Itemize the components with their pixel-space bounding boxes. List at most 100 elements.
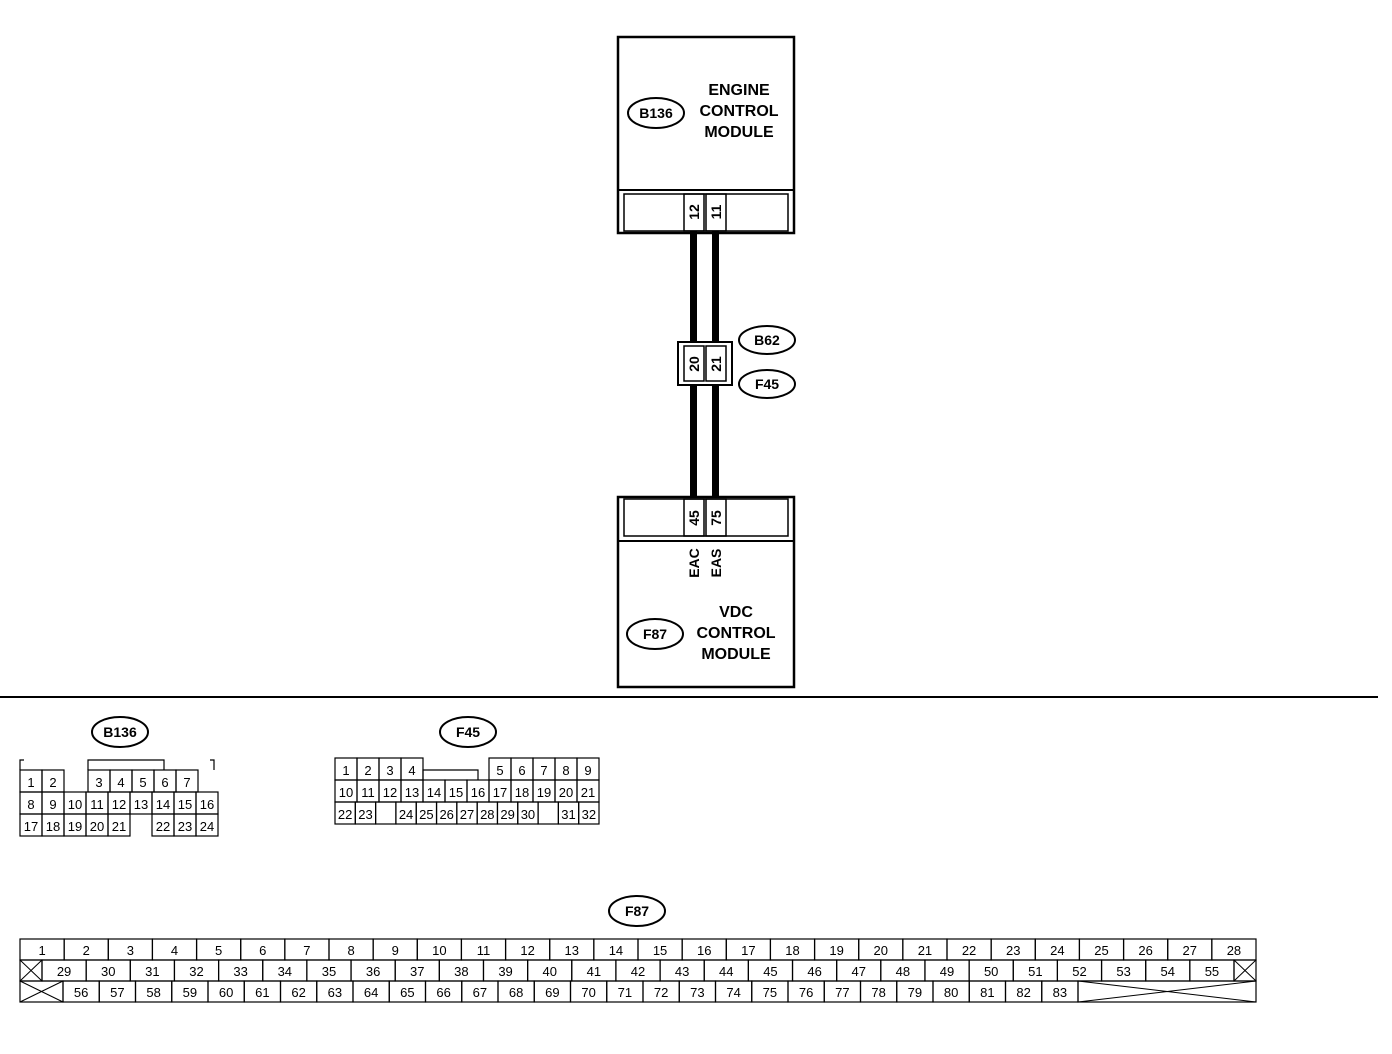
- f87-cell-21: 21: [902, 938, 948, 961]
- b136-pin-12: 12: [112, 797, 126, 812]
- f87-pin-36: 36: [366, 964, 380, 979]
- f87-cell-81: 81: [968, 980, 1007, 1003]
- f87-cell-24: 24: [1034, 938, 1081, 961]
- f87-cell-78: 78: [859, 980, 898, 1003]
- b136-pin-14: 14: [156, 797, 170, 812]
- b136-pin-9: 9: [49, 797, 56, 812]
- f45-cell-3: 3: [378, 757, 402, 781]
- f87-pin-53: 53: [1116, 964, 1130, 979]
- f87-cell-67: 67: [461, 980, 499, 1003]
- f87-pin-4: 4: [171, 943, 178, 958]
- b136-cell-9: 9: [41, 791, 65, 815]
- vdc-signal-eac: EAC: [686, 548, 702, 578]
- f87-pin-74: 74: [726, 985, 740, 1000]
- f87-cell-39: 39: [482, 959, 529, 982]
- f45-pin-16: 16: [471, 785, 485, 800]
- f45-cell-16: 16: [466, 779, 490, 803]
- b136-pin-16: 16: [200, 797, 214, 812]
- vdc-pin-45: 45: [686, 510, 702, 526]
- wire-junction-to-vdc-45: [690, 385, 697, 497]
- f87-pin-22: 22: [962, 943, 976, 958]
- f45-cell-6: 6: [510, 757, 534, 781]
- wire-ecm-12-to-junction: [690, 231, 697, 343]
- f87-pin-10: 10: [432, 943, 446, 958]
- f87-pin-50: 50: [984, 964, 998, 979]
- f87-pin-2: 2: [83, 943, 90, 958]
- f87-pin-37: 37: [410, 964, 424, 979]
- b136-cell-12: 12: [107, 791, 131, 815]
- f87-pin-25: 25: [1094, 943, 1108, 958]
- f87-pin-72: 72: [654, 985, 668, 1000]
- f87-pin-71: 71: [618, 985, 632, 1000]
- f87-pin-12: 12: [520, 943, 534, 958]
- b136-pin-5: 5: [139, 775, 146, 790]
- f45-pin-23: 23: [358, 807, 372, 822]
- f87-pin-8: 8: [347, 943, 354, 958]
- b136-pin-8: 8: [27, 797, 34, 812]
- f87-cell-18: 18: [769, 938, 816, 961]
- f87-cell-28: 28: [1211, 938, 1257, 961]
- f45-cell-14: 14: [422, 779, 446, 803]
- b136-pin-15: 15: [178, 797, 192, 812]
- f87-pin-41: 41: [587, 964, 601, 979]
- f87-cell-29: 29: [41, 959, 87, 982]
- f45-pin-27: 27: [460, 807, 474, 822]
- b136-cell-17: 17: [19, 813, 43, 837]
- f87-blank-cavity-1: [19, 959, 43, 982]
- f87-cell-43: 43: [659, 959, 705, 982]
- f87-pin-19: 19: [829, 943, 843, 958]
- f87-cell-34: 34: [262, 959, 308, 982]
- b136-cell-22: 22: [151, 813, 175, 837]
- f87-pin-65: 65: [400, 985, 414, 1000]
- f45-pin-9: 9: [584, 763, 591, 778]
- f87-cell-63: 63: [316, 980, 354, 1003]
- b136-pin-23: 23: [178, 819, 192, 834]
- f87-cell-58: 58: [134, 980, 173, 1003]
- f87-pin-64: 64: [364, 985, 378, 1000]
- b136-cell-18: 18: [41, 813, 65, 837]
- f87-cell-65: 65: [388, 980, 427, 1003]
- f45-cell-28: 28: [476, 801, 499, 825]
- b136-cell-21: 21: [107, 813, 131, 837]
- f45-pin-24: 24: [399, 807, 413, 822]
- f87-cell-25: 25: [1078, 938, 1125, 961]
- f87-cell-46: 46: [791, 959, 838, 982]
- f87-pin-83: 83: [1053, 985, 1067, 1000]
- f87-pin-27: 27: [1183, 943, 1197, 958]
- f87-pin-3: 3: [127, 943, 134, 958]
- b136-cell-10: 10: [63, 791, 87, 815]
- f87-cell-8: 8: [328, 938, 374, 961]
- f87-cell-33: 33: [217, 959, 264, 982]
- f45-cell-29: 29: [496, 801, 519, 825]
- ecm-connector-id: B136: [639, 105, 673, 121]
- f87-cell-2: 2: [63, 938, 109, 961]
- f87-cell-4: 4: [151, 938, 198, 961]
- f87-cell-53: 53: [1100, 959, 1147, 982]
- f87-pin-43: 43: [675, 964, 689, 979]
- f87-pin-9: 9: [392, 943, 399, 958]
- b136-pin-10: 10: [68, 797, 82, 812]
- f87-pin-82: 82: [1016, 985, 1030, 1000]
- f87-cell-57: 57: [98, 980, 137, 1003]
- f87-cell-80: 80: [932, 980, 970, 1003]
- f87-pin-17: 17: [741, 943, 755, 958]
- f45-pin-1: 1: [342, 763, 349, 778]
- f87-cell-54: 54: [1145, 959, 1191, 982]
- f87-cell-38: 38: [438, 959, 485, 982]
- f87-cell-13: 13: [549, 938, 595, 961]
- vdc-label-line1: VDC: [719, 604, 753, 621]
- f45-cell-32: 32: [578, 801, 600, 825]
- ecm-pin-12: 12: [686, 204, 702, 220]
- f87-pin-14: 14: [609, 943, 623, 958]
- f45-cell-22: 22: [334, 801, 356, 825]
- f87-pin-31: 31: [145, 964, 159, 979]
- f87-cell-3: 3: [107, 938, 154, 961]
- f87-cell-15: 15: [637, 938, 683, 961]
- f87-pin-16: 16: [697, 943, 711, 958]
- f87-cell-69: 69: [533, 980, 572, 1003]
- b136-cell-3: 3: [87, 769, 111, 793]
- f45-pin-10: 10: [339, 785, 353, 800]
- vdc-signal-eas: EAS: [708, 549, 724, 578]
- f45-cell-19: 19: [532, 779, 556, 803]
- b136-pin-20: 20: [90, 819, 104, 834]
